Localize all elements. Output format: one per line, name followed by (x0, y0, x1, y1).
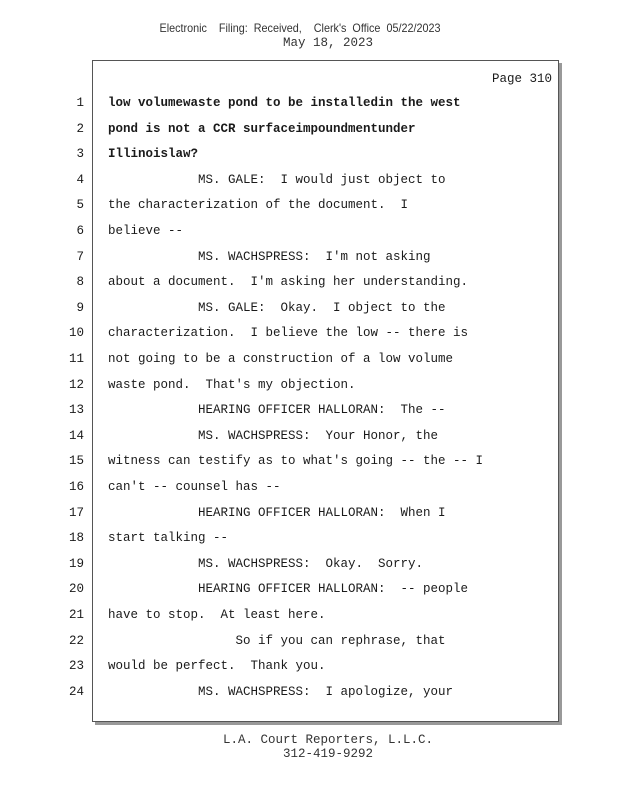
line-number: 22 (68, 633, 84, 648)
line-number: 21 (68, 608, 84, 622)
line-number: 12 (68, 377, 84, 392)
transcript-line: MS. WACHSPRESS: Okay. Sorry. (108, 556, 424, 571)
transcript-line: waste pond. That's my objection. (108, 377, 356, 392)
line-number: 20 (68, 582, 84, 597)
transcript-line: MS. WACHSPRESS: I'm not asking (108, 249, 431, 264)
transcript-line: the characterization of the document. I (108, 198, 409, 213)
transcript-line: would be perfect. Thank you. (108, 659, 326, 674)
line-number: 16 (68, 480, 84, 494)
transcript-line: not going to be a construction of a low … (108, 352, 454, 366)
page-number: Page 310 (491, 72, 552, 86)
transcript-line: believe -- (108, 224, 184, 238)
line-number: 11 (68, 352, 84, 366)
transcript-line: start talking -- (108, 531, 229, 546)
line-number: 14 (68, 428, 84, 443)
line-number: 24 (68, 684, 84, 699)
transcript-line: can't -- counsel has -- (108, 480, 281, 494)
transcript-page: Page 310 (92, 60, 559, 722)
transcript-line: HEARING OFFICER HALLORAN: The -- (108, 403, 446, 418)
transcript-line: MS. GALE: Okay. I object to the (108, 300, 446, 315)
line-number: 7 (76, 249, 84, 264)
line-number: 9 (76, 300, 84, 315)
line-number: 13 (68, 403, 84, 418)
line-number: 18 (68, 531, 84, 546)
line-number: 5 (76, 198, 84, 213)
transcript-line: HEARING OFFICER HALLORAN: When I (108, 505, 446, 520)
footer-phone: 312-419-9292 (282, 747, 373, 761)
transcript-line: characterization. I believe the low -- t… (108, 326, 469, 341)
line-number: 1 (76, 96, 84, 110)
line-number: 4 (76, 172, 84, 187)
transcript-line: MS. WACHSPRESS: Your Honor, the (108, 428, 439, 443)
line-number: 2 (76, 121, 84, 136)
line-number: 23 (68, 659, 84, 674)
line-number: 19 (68, 556, 84, 571)
line-number: 6 (76, 224, 84, 238)
transcript-line: about a document. I'm asking her underst… (108, 275, 469, 290)
transcript-line: low volumewaste pond to be installedin t… (108, 96, 461, 110)
transcript-line: have to stop. At least here. (108, 608, 326, 622)
transcript-line: MS. WACHSPRESS: I apologize, your (108, 684, 454, 699)
line-number: 17 (68, 505, 84, 520)
line-number: 3 (76, 147, 84, 162)
filing-header: Electronic Filing: Received, Clerk's Off… (159, 21, 441, 35)
transcript-line: pond is not a CCR surfaceimpoundmentunde… (108, 121, 416, 136)
transcript-line: So if you can rephrase, that (108, 633, 446, 648)
line-number: 8 (76, 275, 84, 290)
transcript-line: witness can testify as to what's going -… (108, 454, 484, 469)
transcript-line: MS. GALE: I would just object to (108, 172, 446, 187)
footer-company: L.A. Court Reporters, L.L.C. (222, 733, 434, 747)
line-number: 10 (68, 326, 84, 341)
header-date: May 18, 2023 (282, 36, 373, 50)
transcript-line: Illinoislaw? (108, 147, 199, 162)
transcript-line: HEARING OFFICER HALLORAN: -- people (108, 582, 469, 597)
line-number: 15 (68, 454, 84, 469)
